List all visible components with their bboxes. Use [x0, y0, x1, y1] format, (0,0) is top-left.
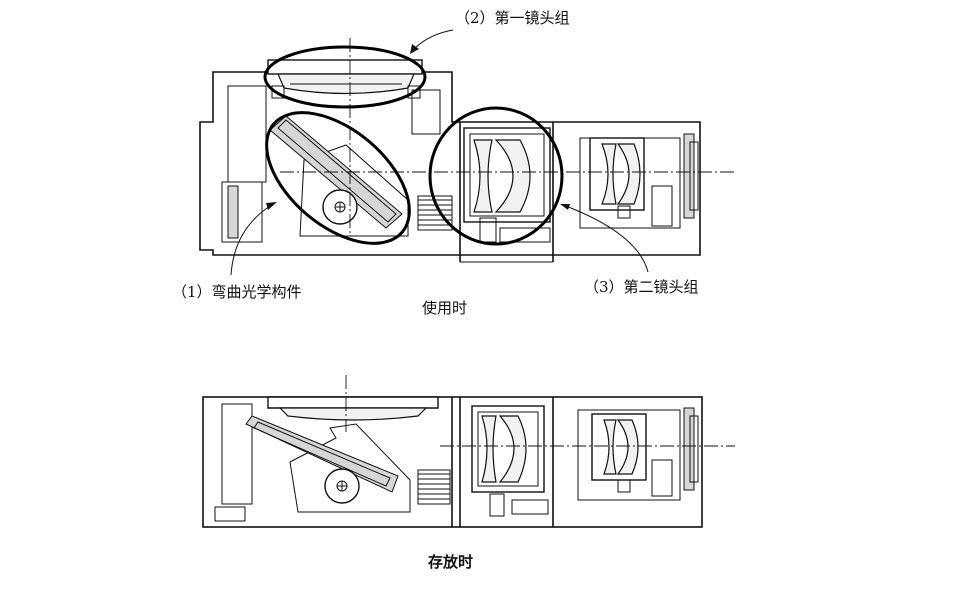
highlight-first-lens-group — [263, 45, 427, 109]
caption-in-use: 使用时 — [422, 299, 467, 317]
stored-spring — [417, 469, 451, 505]
caption-stored: 存放时 — [428, 553, 473, 571]
arrow-first-lens-group — [414, 29, 454, 49]
in-use-assembly: （2）第一镜头组 （1）弯曲光学构件 （3）第二镜头组 使用时 — [172, 9, 735, 317]
highlight-bending-member — [265, 111, 411, 245]
first-lens-group — [267, 59, 423, 99]
highlight-second-lens-group — [428, 106, 564, 246]
label-bending-optical-member: （1）弯曲光学构件 — [172, 283, 302, 301]
arrow-bending-member — [230, 205, 271, 276]
second-lens-group — [463, 127, 551, 243]
stored-rear-lens-module — [577, 407, 699, 501]
bending-optical-member — [269, 115, 409, 237]
label-second-lens-group: （3）第二镜头组 — [584, 278, 699, 296]
housing-outline — [199, 71, 701, 256]
label-first-lens-group: （2）第一镜头组 — [455, 9, 570, 27]
rear-lens-module — [579, 133, 699, 229]
stored-bending-member — [245, 415, 411, 513]
stored-assembly: 存放时 — [202, 375, 735, 571]
stored-second-lens-group — [471, 405, 549, 517]
stored-first-lens-group — [267, 396, 439, 421]
arrow-second-lens-group — [565, 205, 649, 273]
